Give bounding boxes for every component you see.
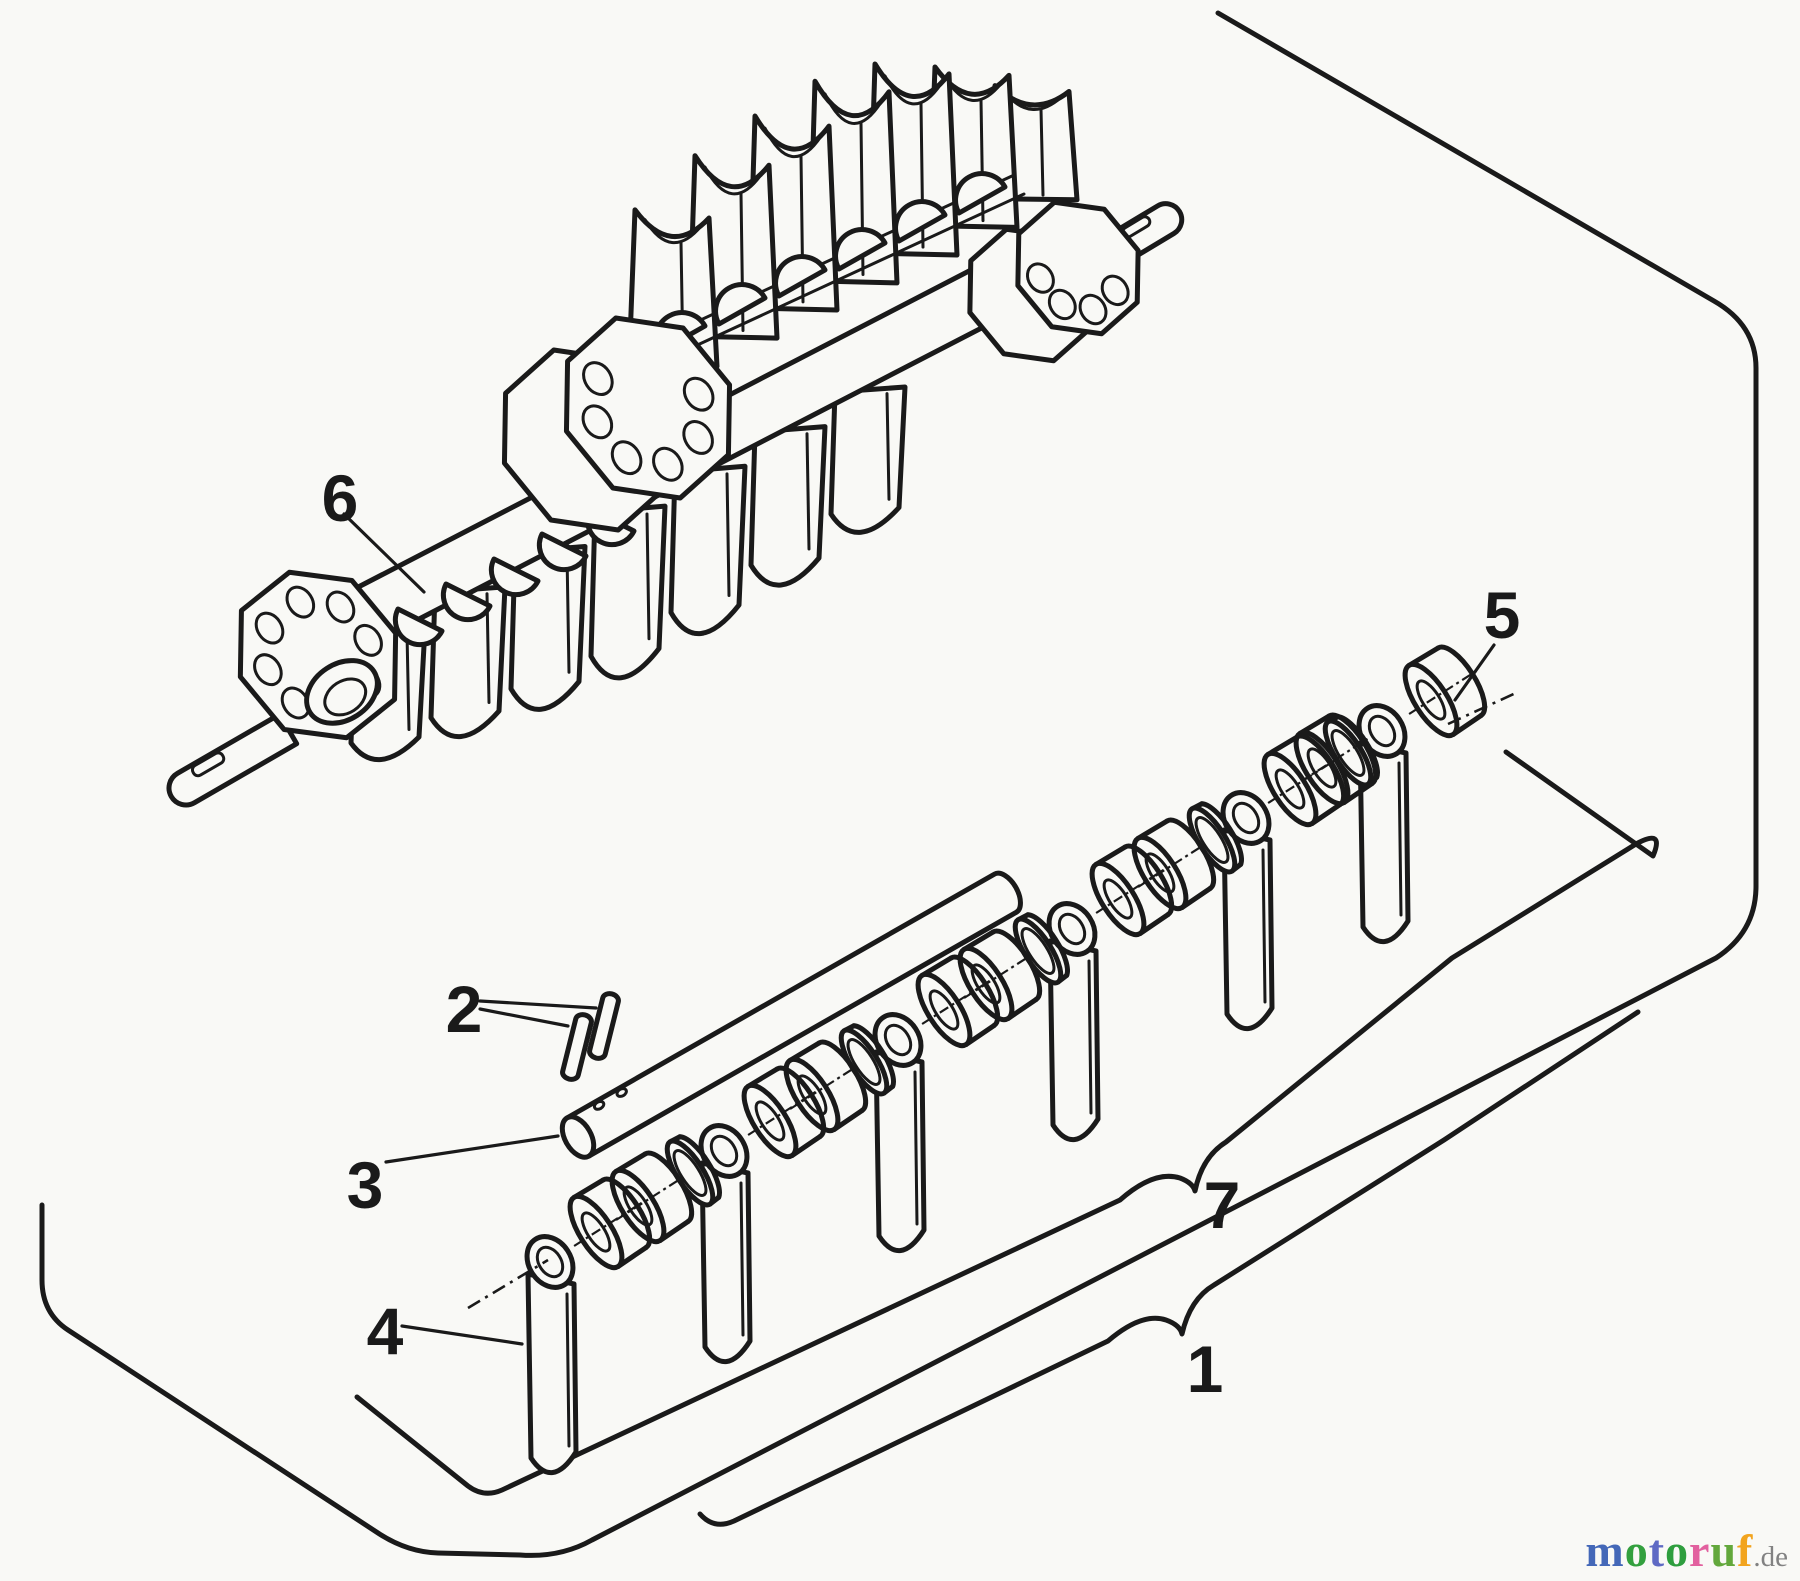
leader-2b [478,1007,570,1028]
logo-letter: f [1737,1525,1754,1576]
left-stub-shaft [163,714,297,811]
logo-letter: r [1689,1525,1711,1576]
group-bracket-1 [697,1009,1641,1527]
hinge-rod [556,868,1027,1162]
leader-2a [478,999,598,1010]
leader-6 [342,512,426,594]
part-label-2: 2 [446,972,483,1046]
reel-assembly-drawing [163,64,1188,811]
part-label-5: 5 [1484,578,1521,652]
leader-3 [384,1134,560,1164]
axis-centerline-right [1447,690,1519,726]
logo-suffix: .de [1753,1541,1788,1573]
logo-letter: t [1648,1525,1666,1576]
left-octagon-flange [207,542,429,768]
right-flange-plate [991,178,1166,357]
part-label-7: 7 [1204,1168,1241,1242]
leader-5 [1453,643,1496,702]
part-label-3: 3 [347,1148,384,1222]
part-label-4: 4 [367,1294,404,1368]
logo-letter: o [1624,1525,1649,1576]
roll-pin [561,1013,592,1081]
roll-pin [588,992,619,1060]
deck-border-outline [39,10,1759,1558]
end-blade-part-4 [518,1228,583,1473]
part-label-1: 1 [1187,1332,1224,1406]
exploded-flail-bar-drawing [467,635,1519,1473]
part-label-6: 6 [322,461,359,535]
group-bracket-7 [354,749,1659,1496]
leader-4 [400,1324,524,1346]
logo-letter: u [1710,1525,1738,1576]
middle-flange-plate [529,286,766,530]
logo-letter: o [1665,1525,1690,1576]
logo-letter: m [1585,1525,1625,1576]
motoruf-watermark-logo: motoruf.de [1585,1524,1788,1577]
